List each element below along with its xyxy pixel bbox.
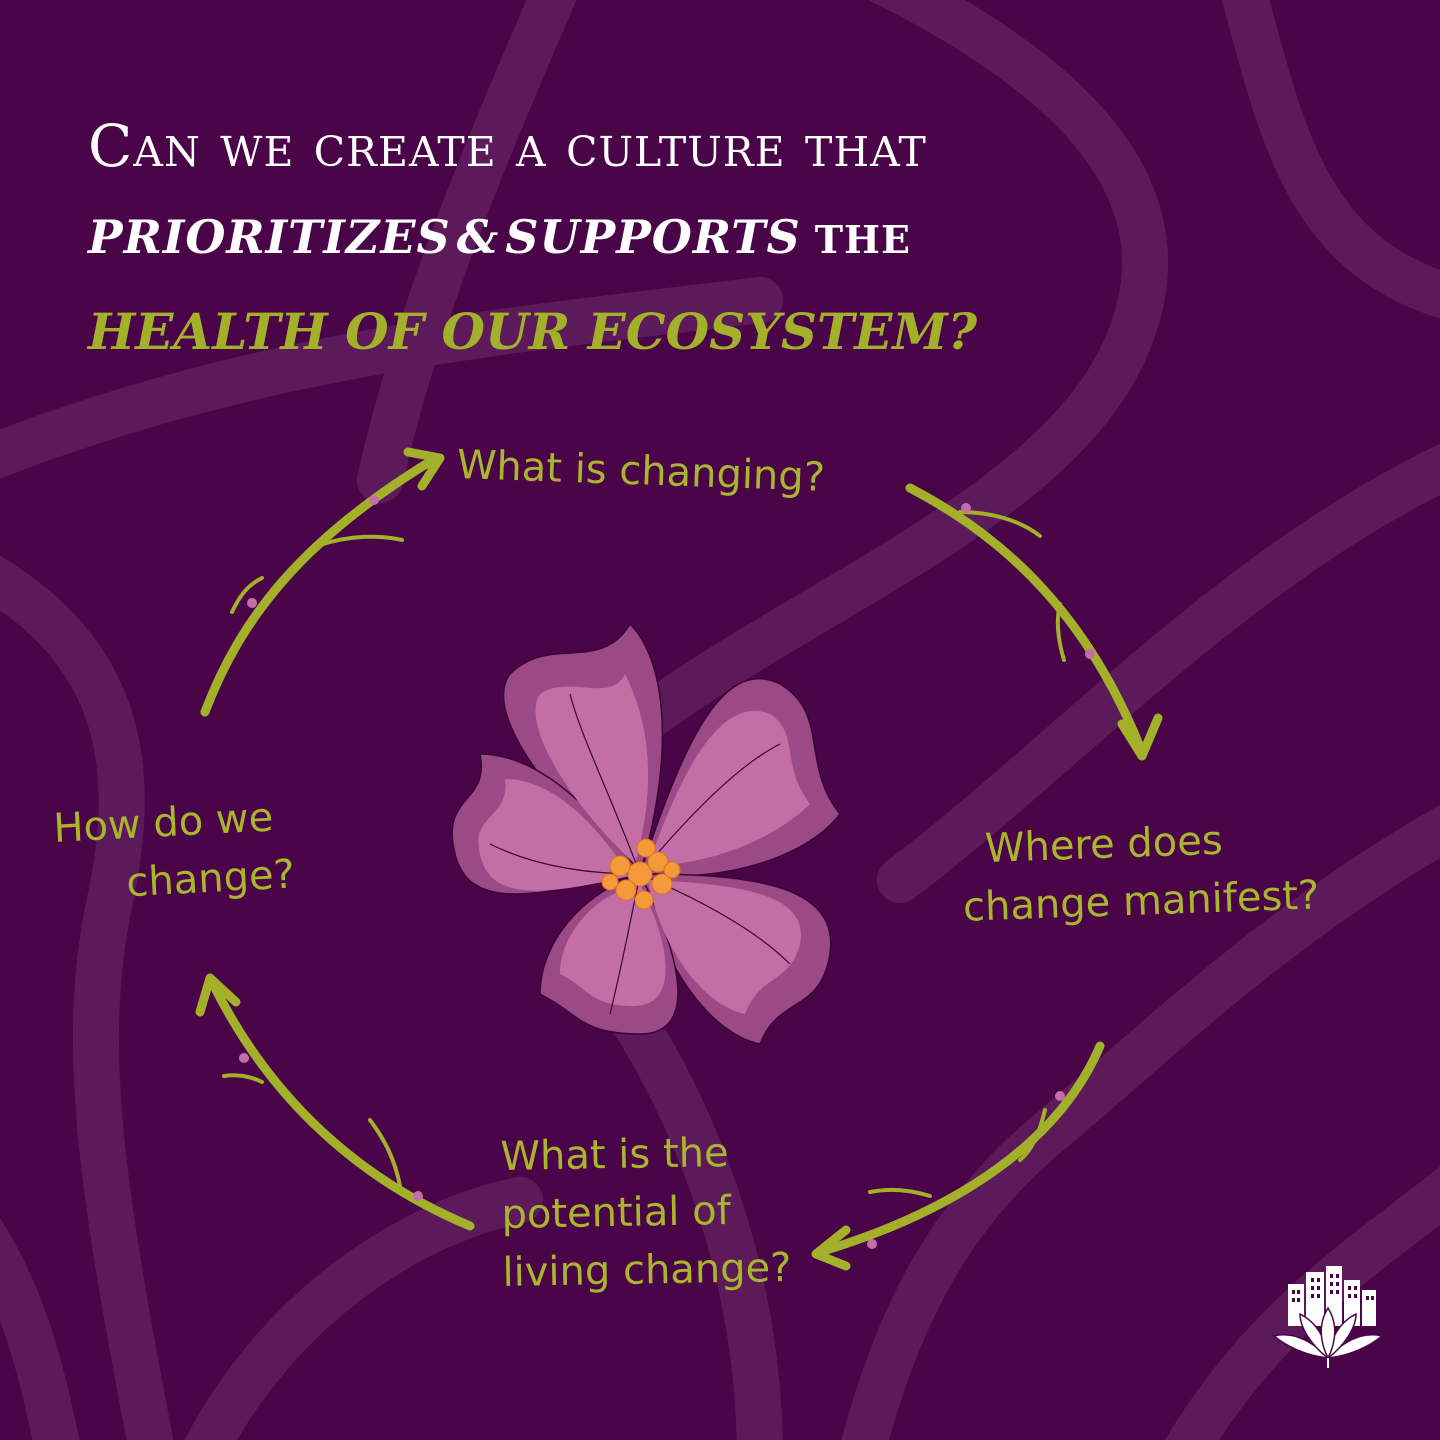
swirl-6 [877, 444, 1440, 903]
swirl-1 [0, 277, 783, 479]
cycle-step-bottom-line-1: What is the [500, 1130, 729, 1180]
cycle-step-potential-of-living-change: What is the potential of living change? [500, 1123, 792, 1302]
headline-emphasis-prioritizes: PRIORITIZES [88, 210, 451, 264]
headline-ampersand: & [456, 210, 500, 264]
arrow-bottom-to-left [195, 973, 475, 1231]
headline-word-the: the [814, 202, 911, 266]
cycle-step-left-line-1: How do we [52, 794, 275, 852]
headline-emphasis-supports: SUPPORTS [505, 210, 801, 264]
arrow-right-to-bottom [811, 1041, 1105, 1271]
headline-text-1: Can we create a culture that [88, 112, 927, 180]
cycle-step-right-line-2: change manifest? [962, 872, 1320, 931]
swirl-9 [184, 1177, 543, 1440]
swirl-3 [357, 0, 577, 503]
cycle-step-right-line-1: Where does [984, 817, 1224, 872]
swirl-2 [0, 555, 173, 1440]
arrow-top-to-right [905, 483, 1163, 761]
cycle-step-bottom-line-3: living change? [502, 1244, 792, 1296]
swirl-7 [841, 804, 1440, 1440]
cycle-step-left-line-2: change? [125, 851, 296, 907]
headline-line-1: Can we create a culture that [88, 112, 927, 180]
cycle-step-bottom-line-2: potential of [501, 1187, 732, 1238]
flower-icon [451, 622, 841, 1045]
arrow-left-to-top [200, 447, 445, 717]
cycle-step-top-text: What is changing? [456, 441, 826, 501]
cycle-step-how-do-we-change: How do we change? [52, 788, 296, 916]
lotus-buildings-logo-icon [1272, 1266, 1384, 1368]
swirl-8 [597, 977, 783, 1440]
vine-blossoms [239, 495, 1095, 1249]
headline-text-3: HEALTH OF OUR ECOSYSTEM? [88, 302, 977, 361]
swirl-11 [0, 1217, 80, 1440]
headline-line-3: HEALTH OF OUR ECOSYSTEM? [88, 302, 977, 361]
cycle-step-where-does-change-manifest: Where does change manifest? [962, 808, 1320, 936]
swirl-5 [1221, 0, 1440, 319]
swirl-4 [597, 0, 1169, 763]
